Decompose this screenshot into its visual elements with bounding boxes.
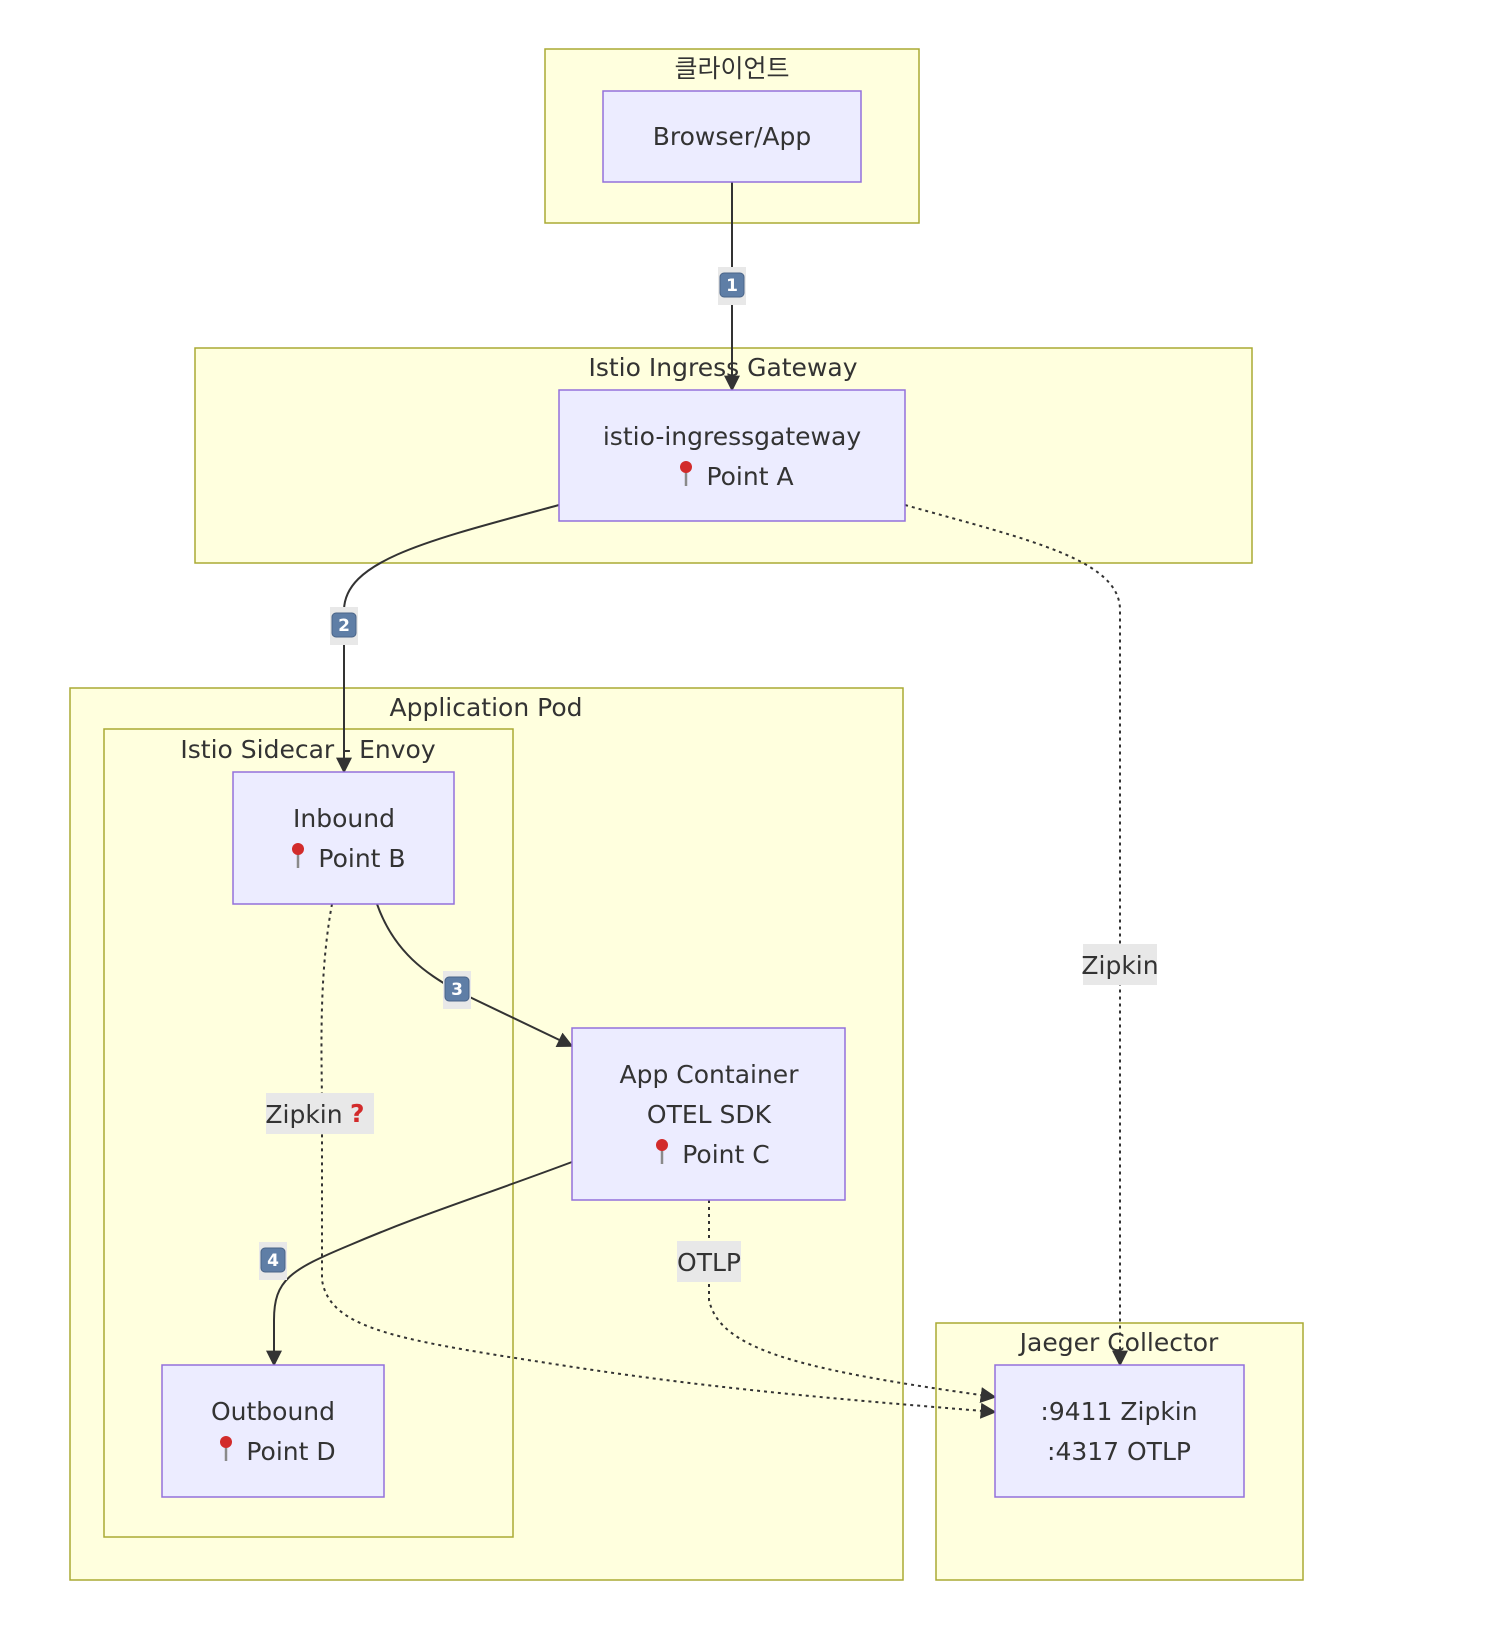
node-collector-zipkin: :9411 Zipkin <box>1040 1397 1197 1426</box>
node-browser-label: Browser/App <box>653 122 812 151</box>
node-browser-app[interactable]: Browser/App <box>602 90 862 183</box>
svg-text:3: 3 <box>451 980 463 1000</box>
pushpin-icon <box>292 843 304 868</box>
svg-text:Zipkin: Zipkin <box>1081 951 1158 980</box>
edge-label-zipkin-inbound: Zipkin ? <box>265 1093 374 1134</box>
pushpin-icon <box>656 1139 668 1164</box>
svg-text:1: 1 <box>726 276 738 296</box>
cluster-ingress-title: Istio Ingress Gateway <box>588 353 857 382</box>
edge-app-to-collector <box>708 1200 997 1403</box>
edge-app-to-outbound <box>266 1161 573 1367</box>
node-gateway-label: istio-ingressgateway <box>603 422 861 451</box>
node-outbound-point: Point D <box>246 1437 335 1466</box>
edge-inbound-to-collector <box>320 903 997 1419</box>
node-outbound-label: Outbound <box>211 1397 335 1426</box>
node-app-container[interactable]: App Container OTEL SDK Point C <box>571 1027 846 1201</box>
question-mark-icon: ? <box>350 1099 365 1128</box>
node-istio-ingressgateway[interactable]: istio-ingressgateway Point A <box>558 389 906 522</box>
cluster-jaeger-title: Jaeger Collector <box>1018 1328 1219 1357</box>
edge-gateway-to-collector <box>904 504 1128 1367</box>
node-app-point: Point C <box>682 1140 769 1169</box>
cluster-client-title: 클라이언트 <box>674 54 789 83</box>
edge-label-4: 4 <box>259 1242 287 1280</box>
node-inbound-point: Point B <box>318 844 405 873</box>
node-inbound-label: Inbound <box>293 804 395 833</box>
edge-label-1: 1 <box>718 267 746 305</box>
node-app-sdk: OTEL SDK <box>647 1100 772 1129</box>
edge-label-2: 2 <box>330 607 358 645</box>
edge-label-zipkin-gateway: Zipkin <box>1081 944 1159 985</box>
pushpin-icon <box>680 461 692 486</box>
pushpin-icon <box>220 1436 232 1461</box>
node-inbound[interactable]: Inbound Point B <box>232 771 455 905</box>
node-jaeger-collector[interactable]: :9411 Zipkin :4317 OTLP <box>994 1364 1245 1498</box>
node-collector-otlp: :4317 OTLP <box>1047 1437 1191 1466</box>
svg-text:OTLP: OTLP <box>677 1248 741 1277</box>
edge-label-otlp: OTLP <box>677 1241 741 1282</box>
cluster-app-pod-title: Application Pod <box>390 693 583 722</box>
svg-text:2: 2 <box>338 616 350 636</box>
cluster-sidecar-title: Istio Sidecar - Envoy <box>180 735 435 764</box>
node-app-label: App Container <box>620 1060 800 1089</box>
node-gateway-point: Point A <box>706 462 793 491</box>
svg-text:4: 4 <box>267 1251 279 1271</box>
svg-text:Zipkin: Zipkin <box>265 1100 342 1129</box>
edge-label-3: 3 <box>443 971 471 1009</box>
node-outbound[interactable]: Outbound Point D <box>161 1364 385 1498</box>
edge-gateway-to-inbound <box>336 504 560 774</box>
